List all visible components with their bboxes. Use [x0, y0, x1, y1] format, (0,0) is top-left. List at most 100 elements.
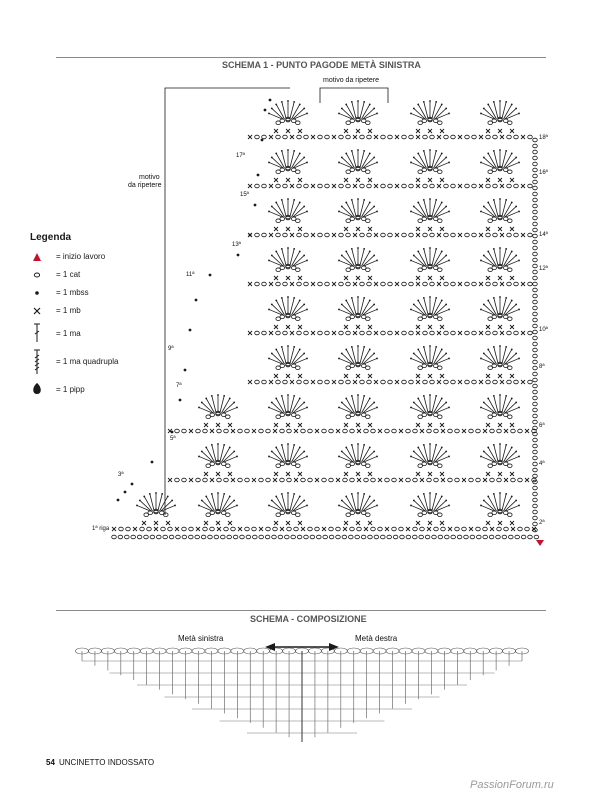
chain-stitch	[506, 134, 512, 140]
stitch-ray	[433, 447, 443, 463]
stitch-ray	[501, 493, 507, 512]
stitch-tip	[298, 495, 301, 498]
stitch-tip	[518, 308, 520, 311]
stitch-ray	[483, 500, 496, 512]
chain-stitch	[363, 428, 369, 434]
chain-stitch	[532, 167, 538, 173]
stitch-tip	[373, 450, 376, 453]
stitch-tip	[376, 406, 378, 409]
single-crochet	[165, 520, 171, 526]
chain-stitch	[444, 534, 450, 540]
single-crochet	[499, 232, 505, 238]
stitch-tip	[270, 107, 273, 110]
stitch-ray	[363, 456, 378, 463]
picot-icon	[30, 379, 44, 399]
fan-motif	[338, 345, 378, 379]
chain-stitch	[492, 330, 498, 336]
chain-stitch	[345, 218, 351, 223]
chain-stitch	[475, 477, 481, 483]
single-crochet	[209, 477, 215, 483]
chain-stitch	[366, 379, 372, 385]
stitch-tip	[410, 259, 412, 262]
stitch-tip	[155, 492, 157, 494]
stitch-tip	[510, 201, 513, 204]
single-crochet	[258, 526, 264, 532]
chain-stitch	[215, 508, 221, 514]
stitch-ray	[268, 113, 283, 120]
stitch-ray	[351, 150, 357, 169]
fan-motif	[480, 149, 520, 183]
chain-stitch	[532, 161, 538, 167]
stitch-ray	[493, 444, 499, 463]
chain-stitch	[443, 232, 449, 238]
fan-motif	[338, 394, 378, 428]
stitch-tip	[410, 161, 412, 164]
stitch-tip	[410, 210, 412, 213]
stitch-tip	[410, 504, 412, 507]
chain-stitch	[296, 183, 302, 189]
chain-stitch	[427, 263, 433, 269]
stitch-ray	[293, 407, 308, 414]
stitch-tip	[345, 348, 348, 351]
chain-stitch	[181, 526, 187, 532]
single-crochet	[247, 134, 253, 140]
stitch-ray	[361, 251, 371, 267]
stitch-ray	[341, 500, 354, 512]
stitch-ray	[417, 104, 427, 120]
single-crochet	[497, 520, 503, 526]
chain-stitch	[373, 534, 380, 540]
stitch-ray	[157, 493, 163, 512]
chain-stitch	[501, 534, 508, 540]
single-crochet	[439, 275, 445, 281]
stitch-tip	[435, 198, 438, 201]
single-crochet	[141, 520, 147, 526]
stitch-ray	[289, 493, 295, 512]
stitch-tip	[448, 161, 450, 164]
stitch-tip	[303, 156, 306, 159]
chain-stitch	[380, 134, 386, 140]
single-crochet	[285, 324, 291, 330]
single-crochet	[415, 330, 421, 336]
stitch-tip	[143, 495, 146, 498]
stitch-tip	[376, 308, 378, 311]
chain-stitch	[295, 365, 301, 370]
stitch-tip	[445, 499, 448, 502]
stitch-ray	[345, 447, 355, 463]
chain-stitch	[391, 526, 397, 532]
chain-stitch	[202, 428, 208, 434]
chain-stitch	[277, 534, 284, 540]
single-crochet	[377, 477, 383, 483]
chain-stitch	[468, 428, 474, 434]
chain-stitch	[497, 361, 503, 367]
stitch-ray	[434, 500, 447, 512]
chain-stitch	[520, 534, 527, 540]
stitch-ray	[359, 395, 365, 414]
stitch-ray	[341, 255, 354, 267]
stitch-ray	[161, 505, 176, 512]
single-crochet	[415, 232, 421, 238]
chain-stitch	[130, 534, 136, 540]
chain-stitch	[181, 534, 188, 540]
stitch-tip	[445, 401, 448, 404]
chain-stitch	[497, 410, 503, 416]
chain-stitch	[532, 239, 538, 245]
chain-stitch	[384, 477, 390, 483]
schema1-top-rule	[56, 57, 546, 58]
stitch-tip	[303, 303, 306, 306]
chain-stitch	[471, 281, 477, 287]
stitch-tip	[429, 296, 431, 298]
single-crochet	[509, 520, 515, 526]
single-crochet	[497, 275, 503, 281]
single-crochet	[285, 471, 291, 477]
chain-stitch	[285, 361, 291, 367]
chain-stitch	[443, 183, 449, 189]
chain-stitch	[317, 330, 323, 336]
stitch-tip	[422, 198, 425, 201]
chain-stitch	[426, 477, 432, 483]
chain-stitch	[429, 330, 435, 336]
chain-stitch	[232, 534, 239, 540]
chain-stitch	[303, 281, 309, 287]
stitch-tip	[287, 100, 289, 102]
stitch-tip	[161, 492, 164, 495]
chain-stitch	[513, 379, 519, 385]
